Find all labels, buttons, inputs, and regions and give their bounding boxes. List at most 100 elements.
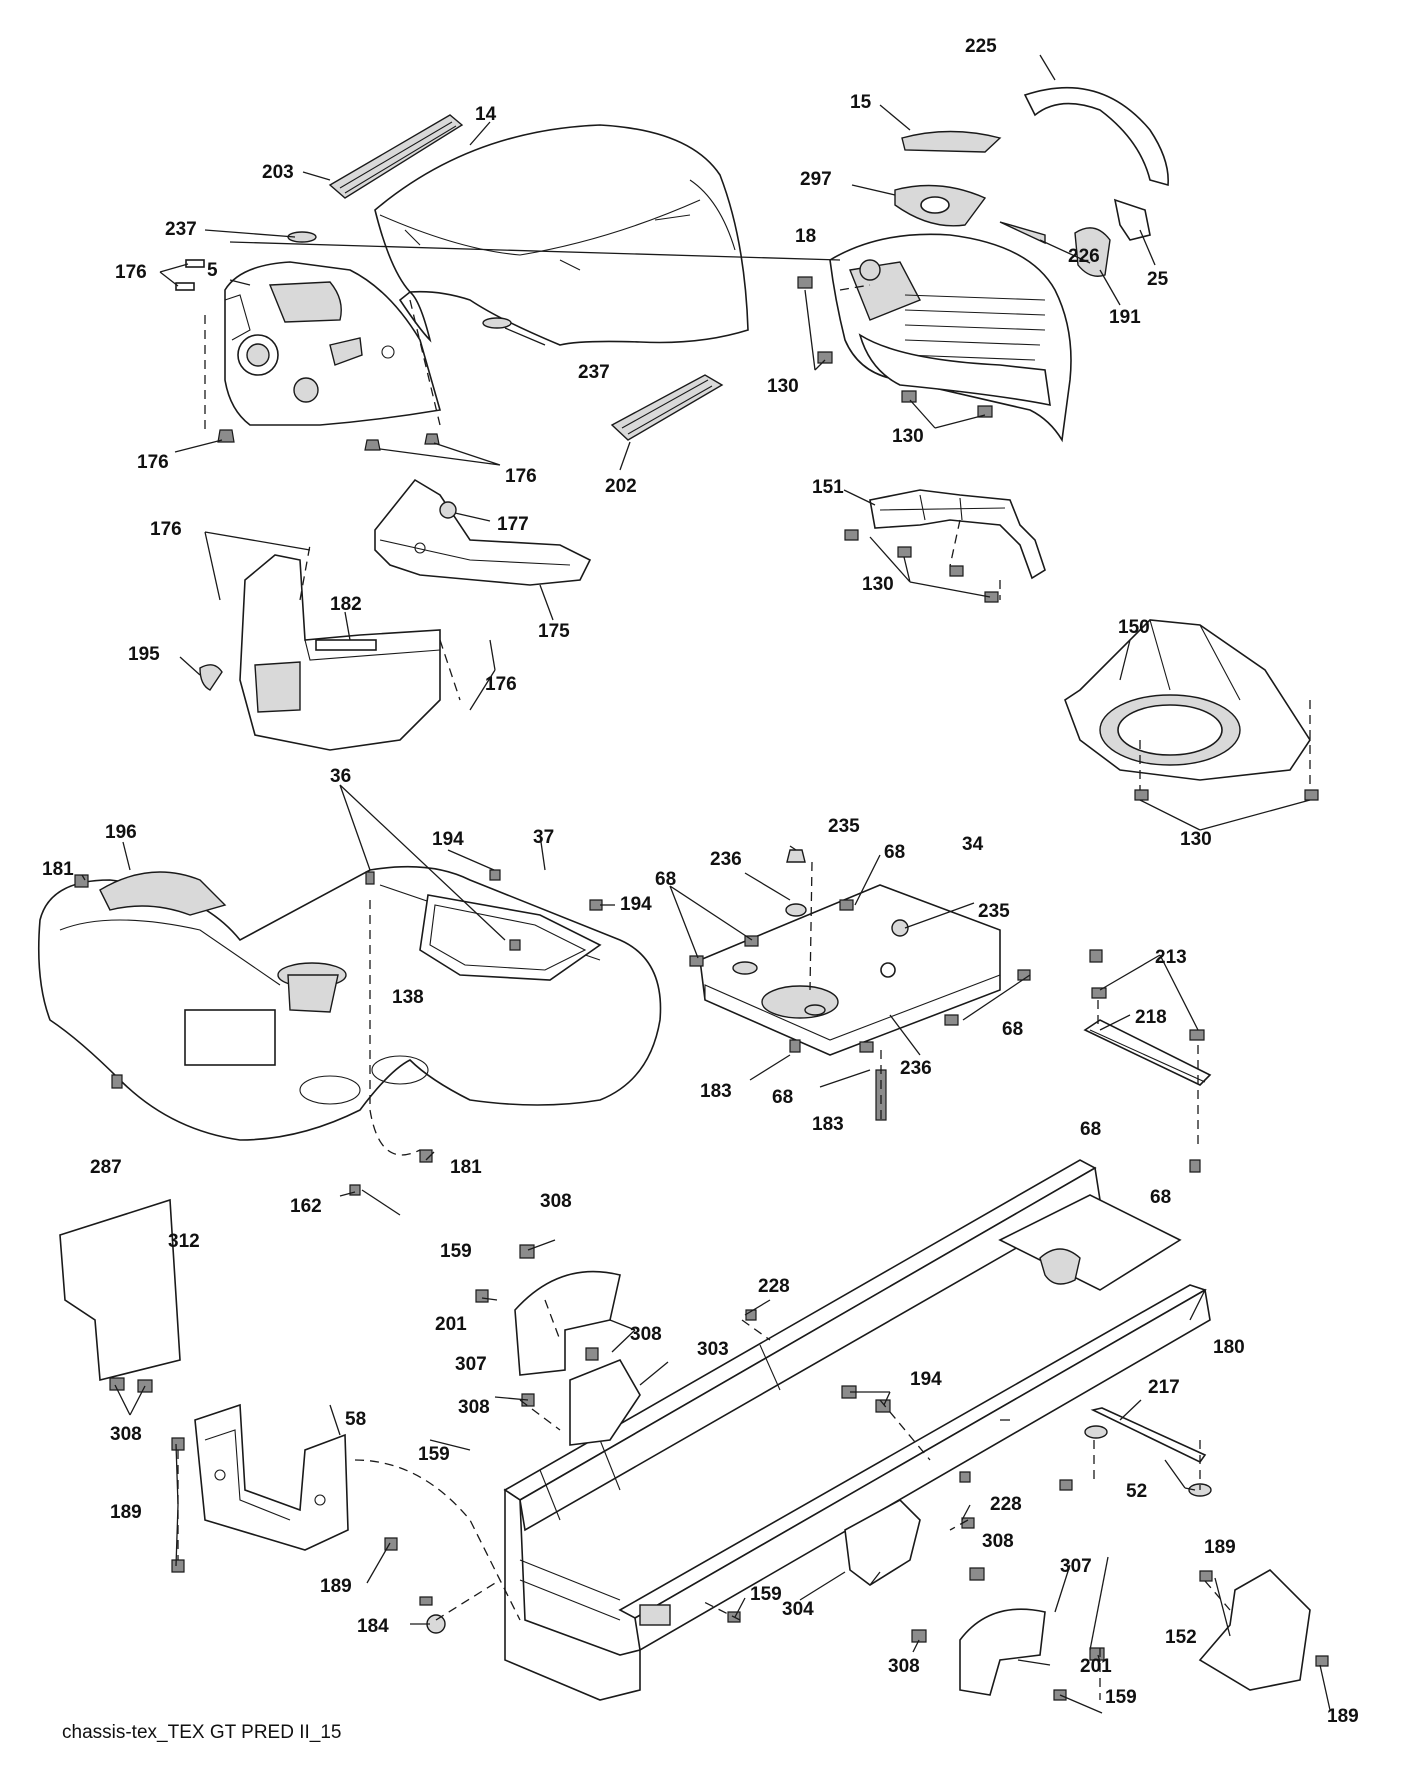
callout-36: 36: [330, 766, 351, 787]
callout-68-c: 68: [1002, 1019, 1023, 1040]
grille-202-part: [610, 374, 724, 441]
callout-236-a: 236: [710, 849, 742, 870]
leader-lines: [81, 54, 1331, 1714]
callout-312: 312: [168, 1231, 200, 1252]
callout-176-e: 176: [485, 674, 517, 695]
callout-308-f: 308: [888, 1656, 920, 1677]
callout-182: 182: [330, 594, 362, 615]
callout-191: 191: [1109, 307, 1141, 328]
bracket-307-bottom-part: [959, 1608, 1046, 1696]
hood-part: [374, 124, 749, 346]
callout-175: 175: [538, 621, 570, 642]
dash-mount-175-part: [374, 478, 592, 586]
shield-312-part: [59, 1198, 181, 1382]
shield-150-part: [1064, 619, 1319, 801]
fender-37-part: [37, 865, 662, 1141]
cover-152-part: [1198, 1569, 1311, 1691]
lens-297-detail: [920, 196, 950, 214]
callout-303: 303: [697, 1339, 729, 1360]
callout-308-c: 308: [458, 1397, 490, 1418]
callout-159-d: 159: [1105, 1687, 1137, 1708]
callout-52: 52: [1126, 1481, 1147, 1502]
callout-189-d: 189: [1327, 1706, 1359, 1727]
callout-176-b: 176: [137, 452, 169, 473]
callout-68-f: 68: [1150, 1187, 1171, 1208]
callout-130-b: 130: [892, 426, 924, 447]
callout-236-b: 236: [900, 1058, 932, 1079]
callout-176-left: 176: [115, 262, 147, 283]
callout-189-c: 189: [1204, 1537, 1236, 1558]
grille-203-part: [328, 114, 464, 199]
callout-159-b: 159: [418, 1444, 450, 1465]
callout-307-a: 307: [455, 1354, 487, 1375]
lens-237b-part: [482, 317, 512, 329]
callout-194-c: 194: [910, 1369, 942, 1390]
callout-308-d: 308: [110, 1424, 142, 1445]
dash-panel-5-part: [224, 261, 442, 426]
callout-58: 58: [345, 1409, 366, 1430]
callout-235-a: 235: [828, 816, 860, 837]
callout-308-b: 308: [630, 1324, 662, 1345]
fasteners-part: [74, 869, 1329, 1701]
callout-217: 217: [1148, 1377, 1180, 1398]
diagram-caption: chassis-tex_TEX GT PRED II_15: [62, 1722, 342, 1743]
callout-213: 213: [1155, 947, 1187, 968]
callout-18: 18: [795, 226, 816, 247]
bracket-151-part: [844, 489, 1046, 603]
callout-130-a: 130: [767, 376, 799, 397]
callout-202: 202: [605, 476, 637, 497]
callout-287: 287: [90, 1157, 122, 1178]
plate-34-part: [699, 849, 1001, 1056]
callout-237-bottom: 237: [578, 362, 610, 383]
callout-130-d: 130: [1180, 829, 1212, 850]
screws-130-grille-part: [797, 276, 993, 418]
callout-183-a: 183: [700, 1081, 732, 1102]
rod-217-part: [1084, 1407, 1212, 1497]
callout-162: 162: [290, 1196, 322, 1217]
callout-labels: 225 15 14 203 297 18 237 5 176 176 226 2…: [42, 36, 1359, 1727]
latch-25-part: [1113, 198, 1151, 241]
callout-68-d: 68: [772, 1087, 793, 1108]
callout-196: 196: [105, 822, 137, 843]
front-grille-18-part: [829, 233, 1072, 443]
pad-196-part: [99, 871, 227, 916]
bracket-218-part: [1083, 987, 1212, 1086]
callout-225: 225: [965, 36, 997, 57]
callout-304: 304: [782, 1599, 814, 1620]
callout-235-b: 235: [978, 901, 1010, 922]
callout-159-c: 159: [750, 1584, 782, 1605]
callout-37: 37: [533, 827, 554, 848]
callout-237-top: 237: [165, 219, 197, 240]
callout-180: 180: [1213, 1337, 1245, 1358]
bolts-176-part: [175, 259, 440, 451]
callout-176-c: 176: [505, 466, 537, 487]
trim-15-part: [901, 130, 1002, 153]
callout-184: 184: [357, 1616, 389, 1637]
callout-181-a: 181: [42, 859, 74, 880]
callout-68-b: 68: [655, 869, 676, 890]
callout-203: 203: [262, 162, 294, 183]
cap-195-part: [199, 664, 223, 691]
callout-25: 25: [1147, 269, 1169, 290]
callout-15: 15: [850, 92, 872, 113]
assembly-dashes: [177, 284, 1311, 1700]
clip-226-part: [999, 221, 1046, 245]
trim-225-part: [1023, 86, 1169, 187]
callout-228-a: 228: [758, 1276, 790, 1297]
callout-297: 297: [800, 169, 832, 190]
callout-195: 195: [128, 644, 160, 665]
callout-201-b: 201: [1080, 1656, 1112, 1677]
callout-228-b: 228: [990, 1494, 1022, 1515]
callout-201-a: 201: [435, 1314, 467, 1335]
callout-138: 138: [392, 987, 424, 1008]
callout-194-a: 194: [432, 829, 464, 850]
callout-183-b: 183: [812, 1114, 844, 1135]
callout-226: 226: [1068, 246, 1100, 267]
bracket-303-part: [569, 1358, 641, 1446]
callout-5: 5: [207, 260, 218, 281]
callout-130-c: 130: [862, 574, 894, 595]
callout-194-b: 194: [620, 894, 652, 915]
callout-150: 150: [1118, 617, 1150, 638]
callout-151: 151: [812, 477, 844, 498]
